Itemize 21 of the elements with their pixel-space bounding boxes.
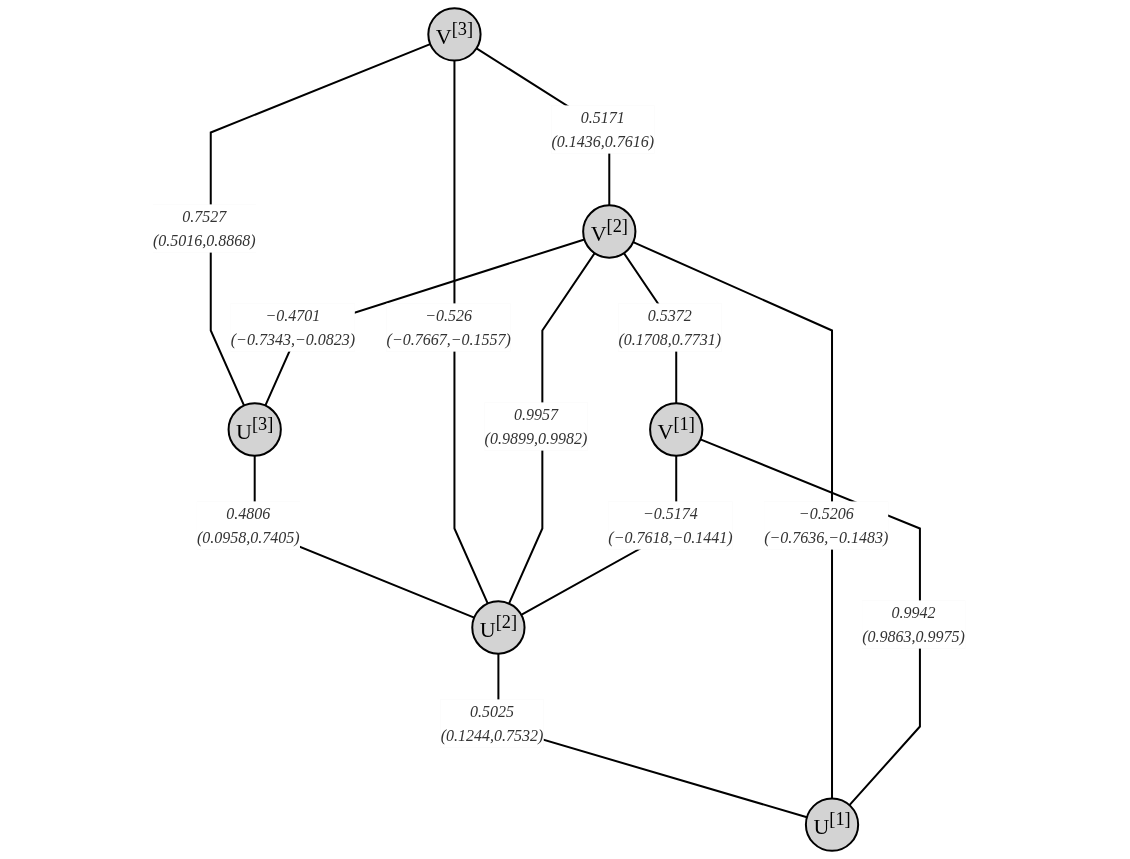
edge-label: 0.4806 (0.0958,0.7405) — [196, 504, 300, 546]
node-circle: U$^{[2]}$ — [470, 600, 526, 655]
node-circle: V$^{[1]}$ — [648, 402, 703, 457]
node-circle: U$^{[1]}$ — [804, 797, 859, 852]
node-circle: V$^{[2]}$ — [581, 204, 637, 259]
edge-label: −0.4701 (−0.7343,−0.0823) — [230, 306, 355, 348]
edge-label: 0.9957 (0.9899,0.9982) — [484, 405, 587, 447]
connector — [699, 438, 921, 807]
edge-label: −0.5174 (−0.7618,−0.1441) — [607, 504, 733, 546]
edge-label: 0.5372 (0.1708,0.7731) — [618, 306, 721, 348]
node-circle: V$^{[3]}$ — [426, 7, 482, 62]
edge-label: 0.9942 (0.9863,0.9975) — [861, 603, 965, 645]
connector — [209, 43, 431, 407]
node-circle: U$^{[3]}$ — [227, 402, 282, 457]
edge-label: −0.5206 (−0.7636,−0.1483) — [763, 504, 889, 546]
edge-label: 0.7527 (0.5016,0.8868) — [152, 207, 256, 249]
connector — [631, 241, 833, 800]
edge-label: 0.5171 (0.1436,0.7616) — [551, 108, 654, 150]
edge-label: −0.526 (−0.7667,−0.1557) — [386, 306, 511, 348]
connector — [453, 59, 489, 605]
edge-label: 0.5025 (0.1244,0.7532) — [440, 702, 543, 744]
